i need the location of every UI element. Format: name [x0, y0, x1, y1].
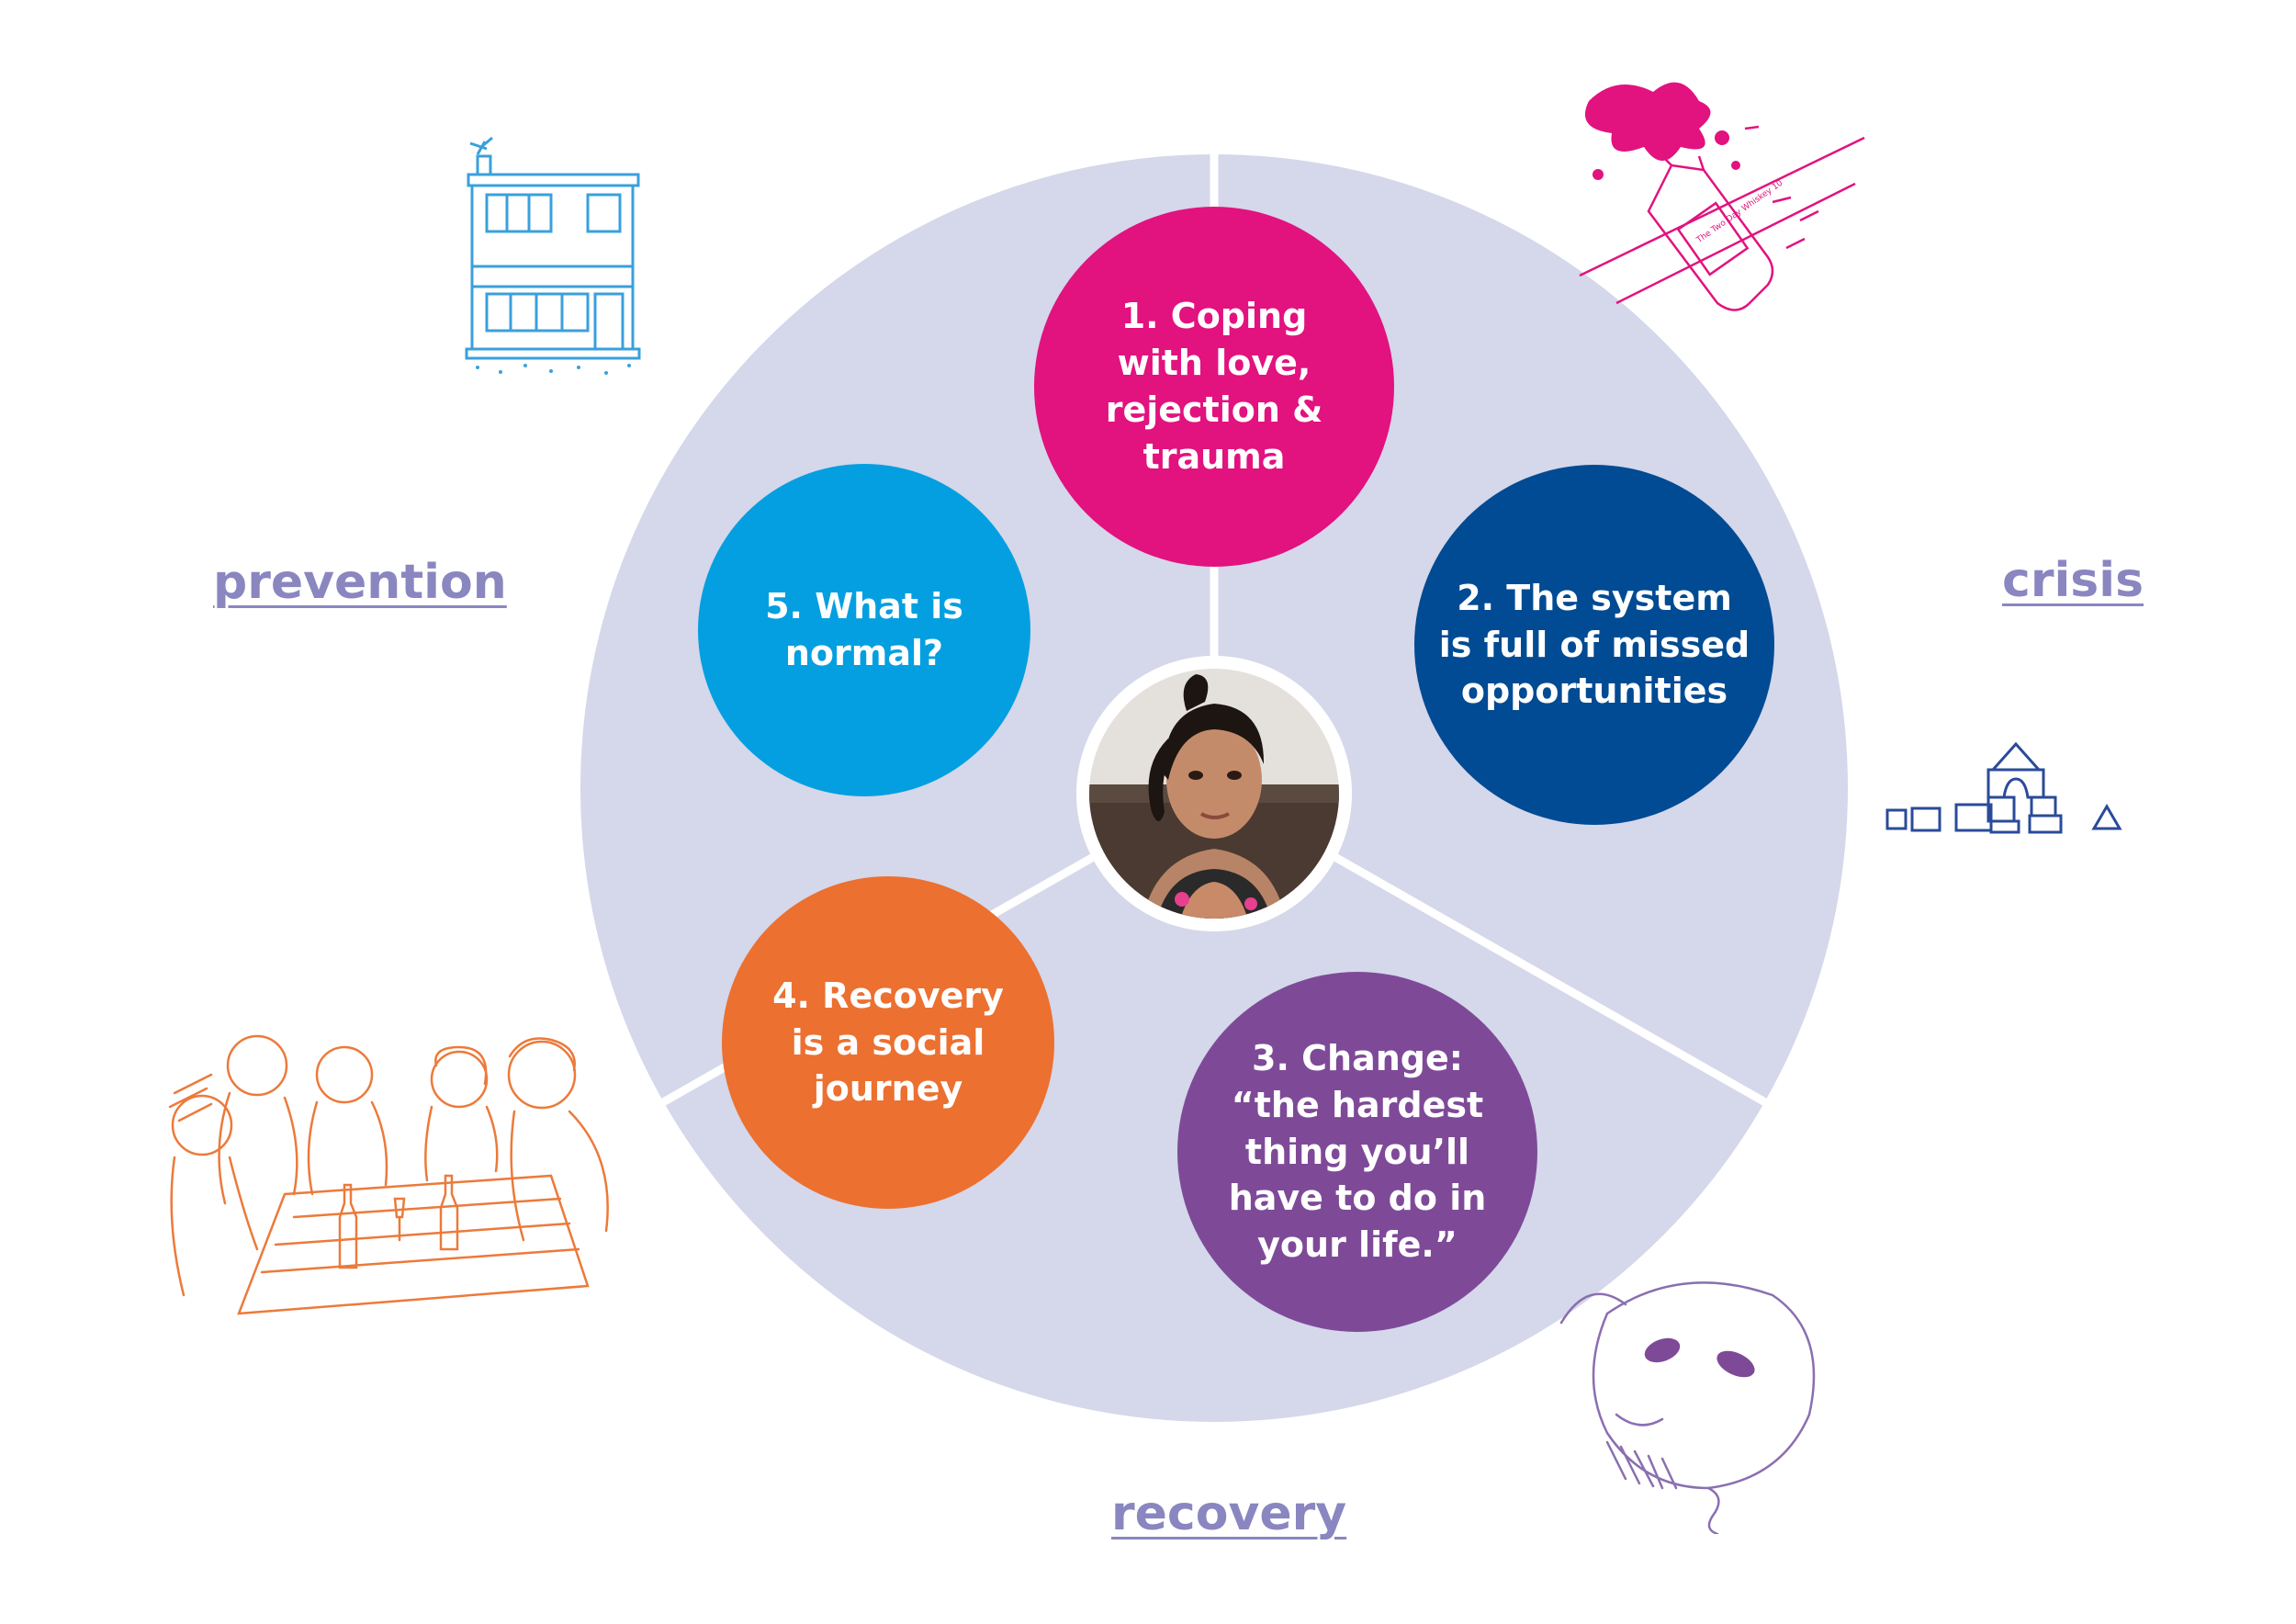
- theme-1-text: 1. Coping with love, rejection & trauma: [1106, 293, 1323, 480]
- theme-bubble-3[interactable]: 3. Change: “the hardest thing you’ll hav…: [1177, 972, 1537, 1332]
- theme-4-text: 4. Recovery is a social journey: [772, 973, 1004, 1113]
- person-portrait-icon: [1076, 656, 1352, 931]
- house-sketch-icon: [450, 129, 643, 386]
- building-blocks-sketch-icon: [1883, 726, 2140, 845]
- theme-bubble-1[interactable]: 1. Coping with love, rejection & trauma: [1034, 207, 1394, 567]
- center-portrait: [1076, 656, 1352, 931]
- theme-bubble-5[interactable]: 5. What is normal?: [698, 464, 1030, 796]
- theme-5-text: 5. What is normal?: [765, 583, 963, 677]
- mask-sketch-icon: [1552, 1258, 1828, 1534]
- smashed-bottle-sketch-icon: The Two Day Whiskey 10: [1561, 73, 1874, 340]
- theme-bubble-4[interactable]: 4. Recovery is a social journey: [722, 876, 1054, 1209]
- theme-bubble-2[interactable]: 2. The system is full of missed opportun…: [1414, 465, 1774, 825]
- theme-3-text: 3. Change: “the hardest thing you’ll hav…: [1229, 1035, 1487, 1269]
- label-crisis[interactable]: crisis: [2002, 557, 2144, 604]
- label-recovery[interactable]: recovery: [1111, 1490, 1346, 1538]
- theme-2-text: 2. The system is full of missed opportun…: [1439, 575, 1750, 716]
- label-prevention[interactable]: prevention: [213, 558, 507, 606]
- people-at-table-sketch-icon: [156, 1020, 634, 1332]
